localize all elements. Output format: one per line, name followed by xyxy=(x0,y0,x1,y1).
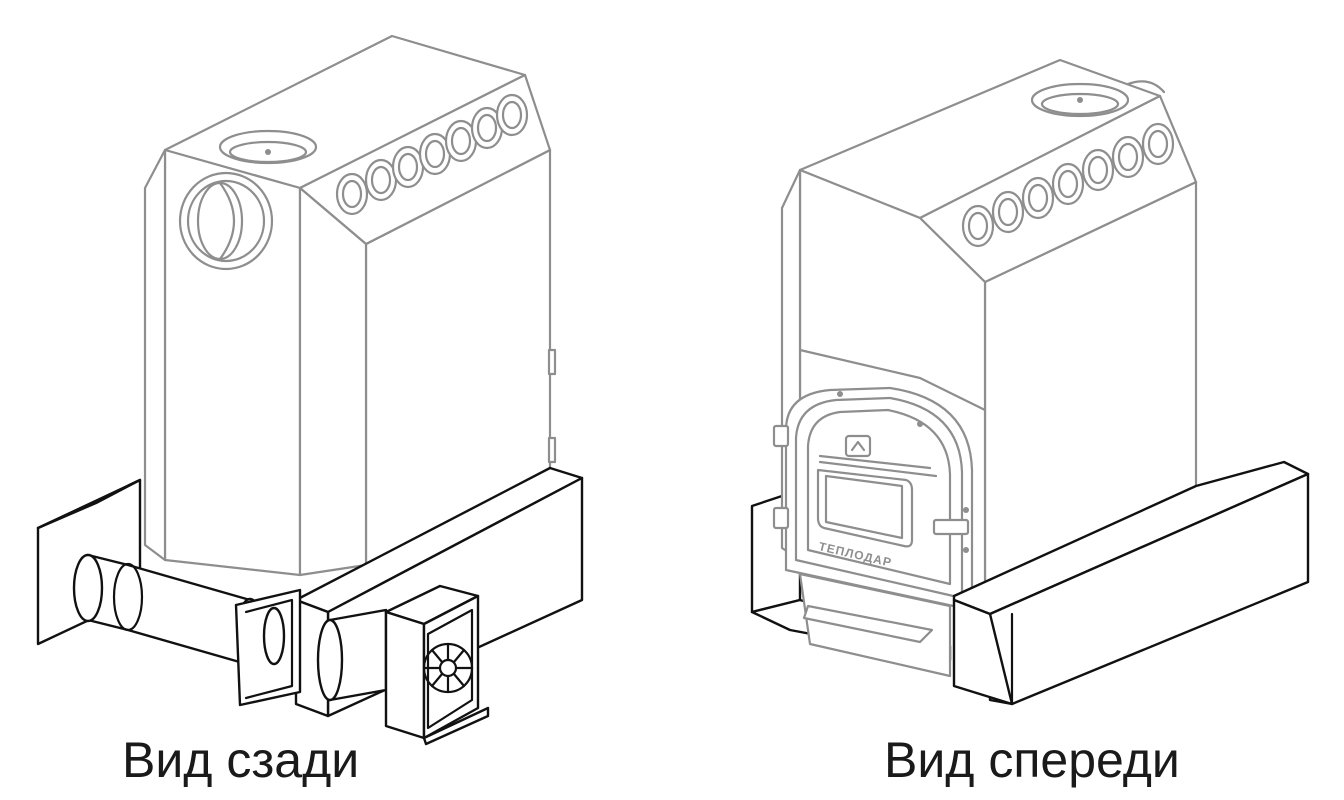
rear-flue-pipe xyxy=(178,171,274,271)
front-view-stove: ТЕПЛОДАР xyxy=(750,58,1310,706)
rear-air-pipe xyxy=(72,553,302,707)
rear-convector-ports xyxy=(335,93,529,216)
front-right-foot xyxy=(952,460,1310,706)
rear-view-stove xyxy=(36,34,584,746)
front-convector-ports xyxy=(961,122,1175,248)
rear-fan-unit xyxy=(316,584,490,746)
rear-view-caption: Вид сзади xyxy=(122,732,360,788)
front-top-port xyxy=(1030,82,1130,118)
rear-top-port xyxy=(218,129,318,165)
front-firebox-door: ТЕПЛОДАР xyxy=(772,386,974,678)
front-view-caption: Вид спереди xyxy=(884,732,1180,788)
